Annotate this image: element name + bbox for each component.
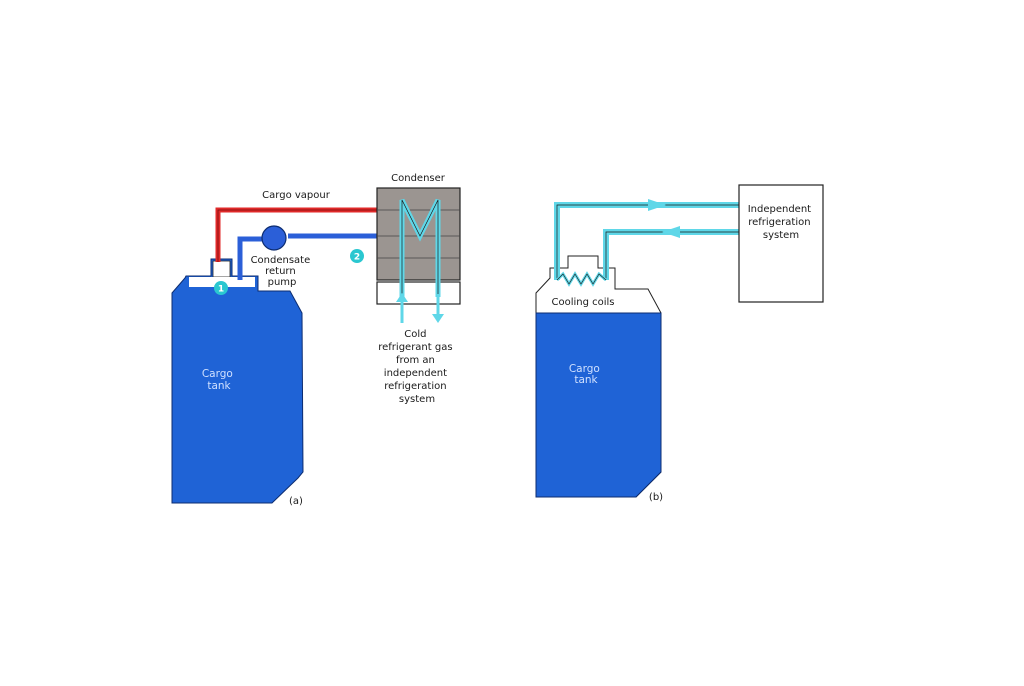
flow-arrow-right xyxy=(648,199,666,211)
panel-b-tag: (b) xyxy=(649,492,663,503)
cargo-tank-b xyxy=(535,312,662,498)
panel-b: Independent refrigeration system Cooling… xyxy=(535,184,824,503)
cargo-vapour-label: Cargo vapour xyxy=(262,190,331,201)
tank-dome-a xyxy=(212,260,231,278)
cold-gas-arrows xyxy=(396,293,444,323)
cargo-tank-a xyxy=(171,258,304,504)
pump-label: Condensate return pump xyxy=(251,255,314,288)
cold-gas-label: Cold refrigerant gas from an independent… xyxy=(378,329,456,405)
marker-1: 1 xyxy=(214,281,228,295)
panel-a: 1 2 Cargo vapour Condenser Condensate re… xyxy=(171,173,461,507)
cargo-tank-label-b: Cargo tank xyxy=(569,363,603,386)
refrigeration-system-box xyxy=(738,184,824,303)
refrigeration-system-label: Independent refrigeration system xyxy=(748,204,815,241)
condensate-pump xyxy=(261,225,287,251)
panel-a-tag: (a) xyxy=(289,496,303,507)
condensate-return-pipe-2 xyxy=(237,236,262,280)
svg-text:1: 1 xyxy=(218,285,224,295)
flow-arrow-left xyxy=(662,226,680,238)
condenser-label: Condenser xyxy=(391,173,446,184)
cargo-tank-label-a: Cargo tank xyxy=(202,368,236,392)
svg-text:2: 2 xyxy=(354,253,360,263)
cooling-coils-label: Cooling coils xyxy=(551,297,614,308)
marker-2: 2 xyxy=(350,249,364,263)
coolant-return-pipe xyxy=(603,229,739,280)
condenser xyxy=(376,187,461,305)
